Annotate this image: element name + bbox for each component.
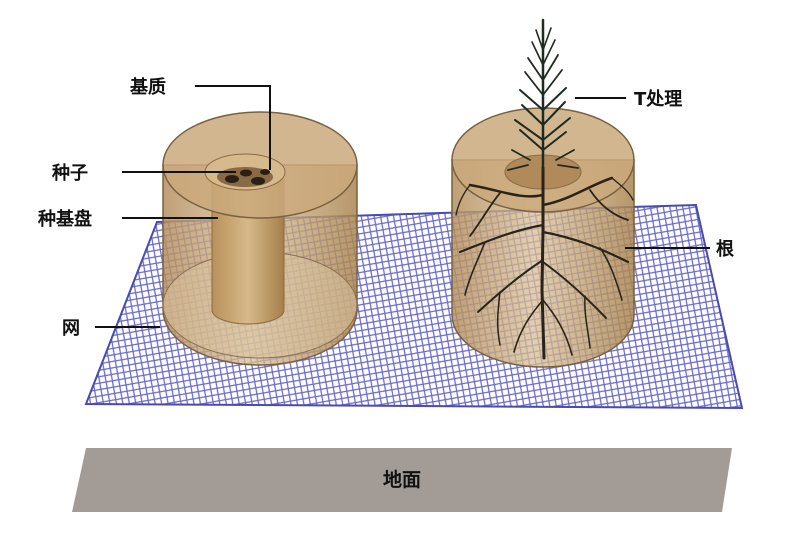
ground-label: 地面 [383, 468, 421, 491]
matrix-label: 基质 [129, 76, 166, 98]
right-cylinder [451, 18, 635, 368]
plant-seedling [507, 18, 579, 174]
matrix-leader [195, 85, 271, 170]
ground-bar [72, 448, 732, 512]
root-label: 根 [716, 238, 734, 260]
seed-tray-label: 种基盘 [37, 208, 92, 230]
seed-label: 种子 [51, 162, 88, 184]
net-label: 网 [62, 318, 80, 339]
root-system [455, 166, 634, 360]
treatment-label: T处理 [634, 88, 682, 110]
left-cylinder [162, 111, 358, 366]
